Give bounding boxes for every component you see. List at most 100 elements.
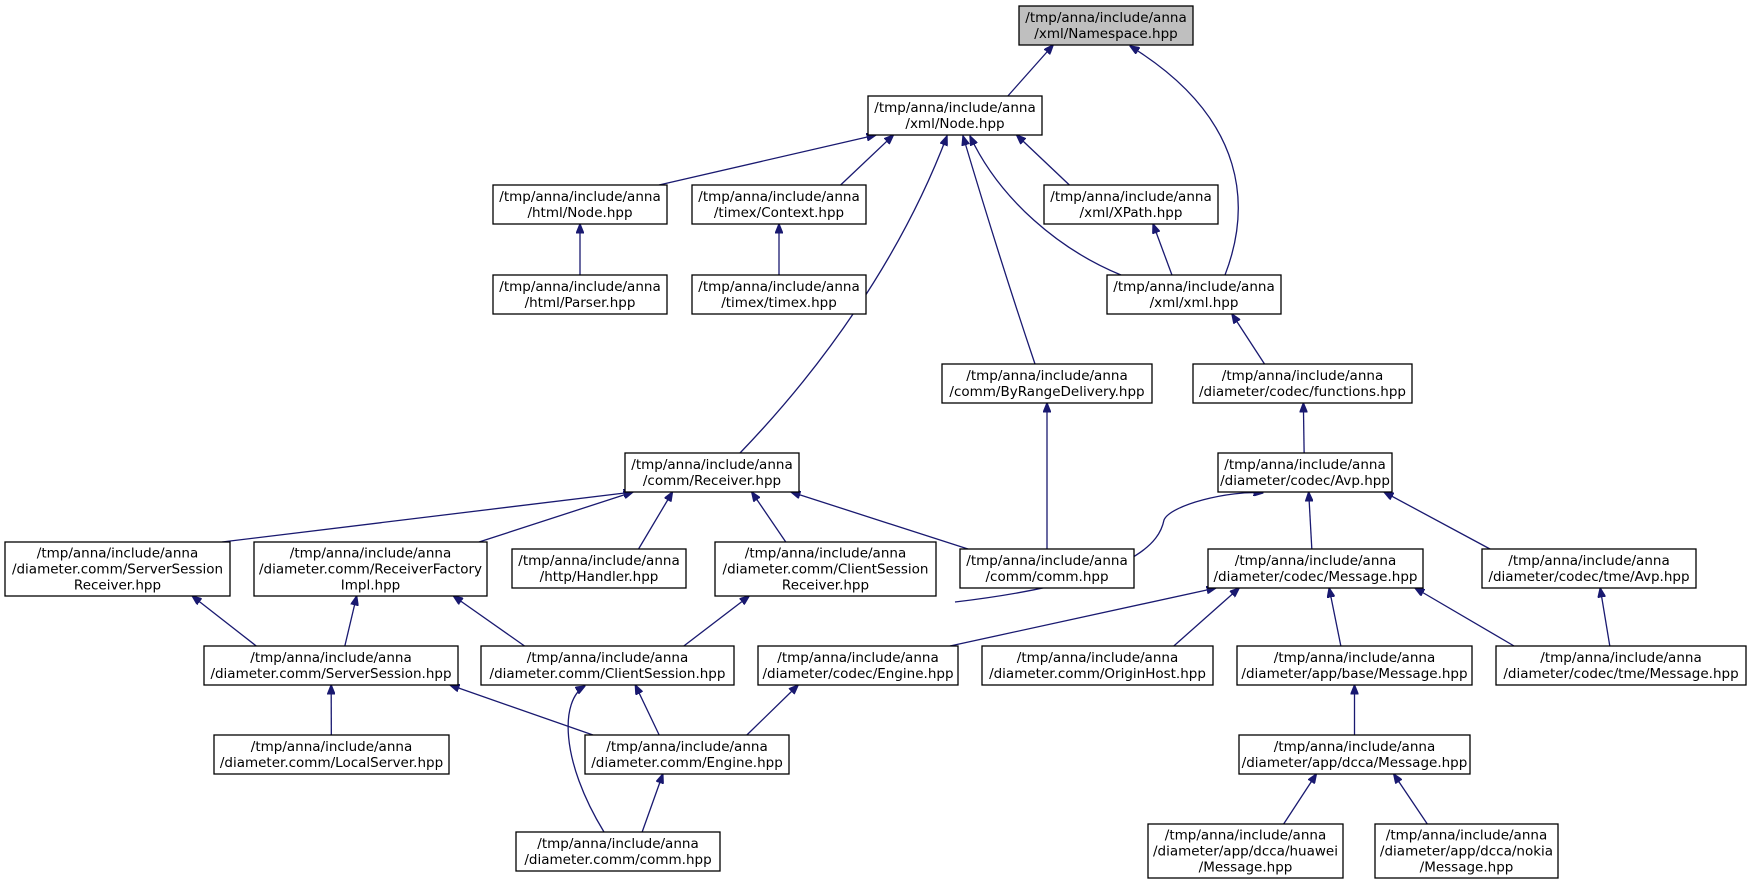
node-label-line: /timex/Context.hpp bbox=[714, 205, 844, 221]
edge-n14-to-n10 bbox=[637, 492, 673, 550]
node-n18[interactable]: /tmp/anna/include/anna/diameter/codec/tm… bbox=[1481, 548, 1697, 589]
node-label-line: /tmp/anna/include/anna bbox=[1386, 828, 1547, 844]
node-label-line: /tmp/anna/include/anna bbox=[966, 553, 1127, 569]
edges-layer bbox=[192, 45, 1611, 833]
root-node-box bbox=[1018, 5, 1194, 46]
nodes-layer: /tmp/anna/include/anna/xml/Namespace.hpp… bbox=[4, 5, 1747, 879]
node-box bbox=[253, 541, 488, 597]
node-n13[interactable]: /tmp/anna/include/anna/diameter.comm/Rec… bbox=[253, 541, 488, 597]
node-n10[interactable]: /tmp/anna/include/anna/comm/Receiver.hpp bbox=[624, 452, 800, 493]
edge-n19-to-n12 bbox=[192, 596, 257, 647]
node-label-line: /tmp/anna/include/anna bbox=[698, 279, 859, 295]
node-label-line: /diameter.comm/LocalServer.hpp bbox=[220, 755, 443, 771]
edge-n24-to-n17 bbox=[1415, 588, 1515, 647]
node-label-line: /tmp/anna/include/anna bbox=[1235, 553, 1396, 569]
node-label-line: /diameter/codec/Avp.hpp bbox=[1220, 473, 1390, 489]
edge-n18-to-n11 bbox=[1384, 492, 1491, 550]
edge-n15-to-n10 bbox=[752, 492, 787, 543]
node-n0[interactable]: /tmp/anna/include/anna/xml/Namespace.hpp bbox=[1018, 5, 1194, 46]
edge-n7-to-n1 bbox=[970, 136, 1122, 276]
node-n8[interactable]: /tmp/anna/include/anna/comm/ByRangeDeliv… bbox=[941, 363, 1153, 404]
node-box bbox=[1147, 823, 1344, 879]
node-n1[interactable]: /tmp/anna/include/anna/xml/Node.hpp bbox=[867, 95, 1043, 136]
node-label-line: /diameter/app/dcca/Message.hpp bbox=[1242, 755, 1468, 771]
edge-n22-to-n17 bbox=[1173, 588, 1239, 647]
node-n23[interactable]: /tmp/anna/include/anna/diameter/app/base… bbox=[1236, 645, 1473, 686]
node-n14[interactable]: /tmp/anna/include/anna/http/Handler.hpp bbox=[511, 548, 687, 589]
node-label-line: /Message.hpp bbox=[1420, 860, 1514, 876]
node-label-line: /tmp/anna/include/anna bbox=[250, 650, 411, 666]
node-label-line: /xml/XPath.hpp bbox=[1080, 205, 1183, 221]
node-label-line: /diameter.comm/ClientSession bbox=[723, 562, 929, 578]
node-label-line: /html/Parser.hpp bbox=[525, 295, 636, 311]
node-label-line: /xml/Node.hpp bbox=[905, 116, 1004, 132]
node-box bbox=[511, 548, 687, 589]
node-label-line: /tmp/anna/include/anna bbox=[537, 836, 698, 852]
edge-n26-to-n20 bbox=[635, 685, 660, 736]
edge-n28-to-n26 bbox=[641, 774, 663, 833]
node-box bbox=[203, 645, 459, 686]
edge-n1-to-n0 bbox=[1007, 45, 1053, 97]
edge-n20-to-n15 bbox=[683, 596, 749, 647]
node-n26[interactable]: /tmp/anna/include/anna/diameter.comm/Eng… bbox=[584, 734, 790, 775]
node-label-line: Receiver.hpp bbox=[74, 578, 161, 594]
node-n27[interactable]: /tmp/anna/include/anna/diameter/app/dcca… bbox=[1238, 734, 1471, 775]
node-n25[interactable]: /tmp/anna/include/anna/diameter.comm/Loc… bbox=[213, 734, 450, 775]
node-label-line: /tmp/anna/include/anna bbox=[1508, 553, 1669, 569]
node-label-line: /tmp/anna/include/anna bbox=[290, 546, 451, 562]
node-n15[interactable]: /tmp/anna/include/anna/diameter.comm/Cli… bbox=[714, 541, 937, 597]
node-label-line: /tmp/anna/include/anna bbox=[631, 457, 792, 473]
node-n28[interactable]: /tmp/anna/include/anna/diameter.comm/com… bbox=[515, 831, 721, 872]
edge-n9-to-n7 bbox=[1232, 314, 1266, 365]
node-label-line: /tmp/anna/include/anna bbox=[251, 739, 412, 755]
node-box bbox=[492, 274, 668, 315]
node-label-line: /timex/timex.hpp bbox=[721, 295, 837, 311]
node-label-line: /tmp/anna/include/anna bbox=[527, 650, 688, 666]
node-label-line: /diameter.comm/ReceiverFactory bbox=[259, 562, 482, 578]
node-n11[interactable]: /tmp/anna/include/anna/diameter/codec/Av… bbox=[1217, 452, 1393, 493]
edge-n16-to-n10 bbox=[791, 492, 969, 550]
edge-n23-to-n17 bbox=[1329, 588, 1342, 647]
edge-n19-to-n13 bbox=[344, 596, 357, 647]
node-label-line: /tmp/anna/include/anna bbox=[1050, 189, 1211, 205]
node-n19[interactable]: /tmp/anna/include/anna/diameter.comm/Ser… bbox=[203, 645, 459, 686]
node-n3[interactable]: /tmp/anna/include/anna/html/Parser.hpp bbox=[492, 274, 668, 315]
edge-n4-to-n1 bbox=[840, 135, 894, 186]
node-n20[interactable]: /tmp/anna/include/anna/diameter.comm/Cli… bbox=[480, 645, 735, 686]
node-label-line: Impl.hpp bbox=[341, 578, 400, 594]
node-n9[interactable]: /tmp/anna/include/anna/diameter/codec/fu… bbox=[1192, 363, 1413, 404]
node-label-line: /tmp/anna/include/anna bbox=[745, 546, 906, 562]
node-n24[interactable]: /tmp/anna/include/anna/diameter/codec/tm… bbox=[1495, 645, 1747, 686]
edge-n8-to-n1 bbox=[963, 136, 1036, 365]
node-n12[interactable]: /tmp/anna/include/anna/diameter.comm/Ser… bbox=[4, 541, 231, 597]
node-label-line: /comm/comm.hpp bbox=[985, 569, 1108, 585]
node-box bbox=[867, 95, 1043, 136]
node-n6[interactable]: /tmp/anna/include/anna/xml/XPath.hpp bbox=[1043, 184, 1219, 225]
node-box bbox=[1106, 274, 1282, 315]
node-n4[interactable]: /tmp/anna/include/anna/timex/Context.hpp bbox=[691, 184, 867, 225]
node-label-line: /tmp/anna/include/anna bbox=[499, 279, 660, 295]
edge-n11-to-n9 bbox=[1303, 403, 1304, 454]
node-label-line: /tmp/anna/include/anna bbox=[698, 189, 859, 205]
node-n30[interactable]: /tmp/anna/include/anna/diameter/app/dcca… bbox=[1374, 823, 1559, 879]
node-n29[interactable]: /tmp/anna/include/anna/diameter/app/dcca… bbox=[1147, 823, 1344, 879]
node-label-line: /tmp/anna/include/anna bbox=[777, 650, 938, 666]
edge-n13-to-n10 bbox=[478, 492, 633, 543]
node-n16[interactable]: /tmp/anna/include/anna/comm/comm.hpp bbox=[959, 548, 1135, 589]
node-label-line: /tmp/anna/include/anna bbox=[874, 100, 1035, 116]
node-n21[interactable]: /tmp/anna/include/anna/diameter/codec/En… bbox=[757, 645, 959, 686]
node-box bbox=[959, 548, 1135, 589]
node-n7[interactable]: /tmp/anna/include/anna/xml/xml.hpp bbox=[1106, 274, 1282, 315]
edge-n26-to-n19 bbox=[450, 685, 594, 736]
edge-n29-to-n27 bbox=[1283, 774, 1317, 825]
node-n5[interactable]: /tmp/anna/include/anna/timex/timex.hpp bbox=[691, 274, 867, 315]
node-box bbox=[1192, 363, 1413, 404]
node-label-line: /diameter/codec/tme/Message.hpp bbox=[1503, 666, 1738, 682]
node-n17[interactable]: /tmp/anna/include/anna/diameter/codec/Me… bbox=[1207, 548, 1424, 589]
node-label-line: /tmp/anna/include/anna bbox=[1540, 650, 1701, 666]
edge-n17-to-n11 bbox=[1309, 492, 1312, 550]
node-n2[interactable]: /tmp/anna/include/anna/html/Node.hpp bbox=[492, 184, 668, 225]
node-n22[interactable]: /tmp/anna/include/anna/diameter.comm/Ori… bbox=[981, 645, 1214, 686]
node-label-line: /diameter.comm/comm.hpp bbox=[524, 852, 711, 868]
